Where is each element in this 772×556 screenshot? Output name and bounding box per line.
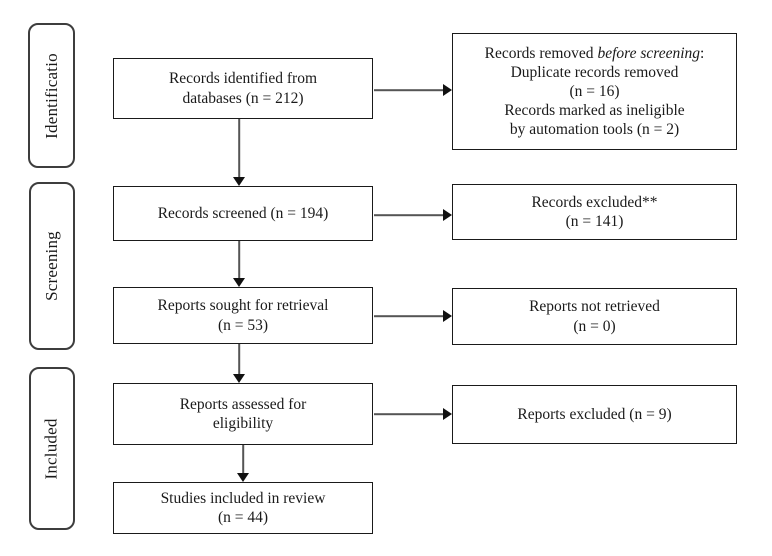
box-records-removed-line1: Records removed before screening:	[485, 44, 705, 63]
box-reports-excluded: Reports excluded (n = 9)	[452, 385, 737, 444]
box-reports-not-retrieved-line2: (n = 0)	[573, 317, 616, 335]
stage-label-included-text: Included	[42, 417, 62, 480]
box-studies-included-line1: Studies included in review	[160, 489, 326, 507]
box-records-excluded-line2: (n = 141)	[565, 213, 624, 230]
arrow-identified-to-removed	[374, 84, 452, 96]
arrow-screened-to-excluded	[374, 209, 452, 221]
arrow-down-icon	[233, 374, 245, 383]
arrow-shaft	[238, 344, 240, 375]
stage-label-screening: Screening	[29, 182, 75, 350]
arrow-down-icon	[233, 278, 245, 287]
arrow-sought-to-not-retrieved	[374, 310, 452, 322]
box-records-removed-line1-italic: before screening	[597, 45, 701, 62]
box-records-removed-line5: by automation tools (n = 2)	[509, 121, 680, 138]
box-records-identified-line2: databases (n = 212)	[182, 89, 304, 107]
box-reports-assessed: Reports assessed for eligibility	[113, 383, 373, 445]
arrow-shaft	[374, 413, 444, 415]
box-reports-not-retrieved: Reports not retrieved (n = 0)	[452, 288, 737, 345]
box-reports-assessed-line2: eligibility	[212, 415, 274, 432]
box-records-screened-line1: Records screened (n = 194)	[157, 204, 329, 222]
box-records-excluded-line1: Records excluded**	[531, 193, 658, 211]
box-reports-assessed-line1: Reports assessed for	[179, 395, 307, 413]
box-reports-not-retrieved-line1: Reports not retrieved	[529, 298, 660, 315]
box-records-identified: Records identified from databases (n = 2…	[113, 58, 373, 119]
arrow-identified-to-screened	[233, 119, 245, 186]
box-records-removed-line3: (n = 16)	[569, 83, 620, 100]
box-records-excluded: Records excluded** (n = 141)	[452, 184, 737, 240]
arrow-assessed-to-reports-excluded	[374, 408, 452, 420]
stage-label-screening-text: Screening	[42, 231, 61, 301]
box-studies-included-line2: (n = 44)	[217, 509, 269, 526]
arrow-shaft	[242, 445, 244, 474]
box-reports-excluded-line1: Reports excluded (n = 9)	[517, 405, 672, 423]
box-records-screened: Records screened (n = 194)	[113, 186, 373, 241]
box-reports-sought-line1: Reports sought for retrieval	[157, 297, 329, 314]
arrow-shaft	[374, 315, 444, 317]
arrow-right-icon	[443, 408, 452, 420]
box-studies-included: Studies included in review (n = 44)	[113, 482, 373, 534]
arrow-assessed-to-included	[237, 445, 249, 482]
box-reports-sought: Reports sought for retrieval (n = 53)	[113, 287, 373, 344]
box-reports-sought-line2: (n = 53)	[217, 316, 269, 334]
box-records-removed-line1-normal: Records removed	[484, 45, 598, 62]
arrow-shaft	[374, 214, 444, 216]
arrow-shaft	[238, 241, 240, 279]
box-records-removed-line1-end: :	[700, 45, 705, 62]
arrow-shaft	[374, 89, 444, 91]
arrow-down-icon	[237, 473, 249, 482]
arrow-right-icon	[443, 209, 452, 221]
box-records-removed-line4: Records marked as ineligible	[504, 102, 685, 119]
box-records-identified-line1: Records identified from	[168, 70, 318, 87]
stage-label-identification-text: Identificatio	[41, 52, 61, 139]
arrow-shaft	[238, 119, 240, 178]
arrow-down-icon	[233, 177, 245, 186]
arrow-screened-to-sought	[233, 241, 245, 287]
box-records-removed-line2: Duplicate records removed	[510, 64, 679, 81]
stage-label-included: Included	[29, 367, 75, 530]
arrow-sought-to-assessed	[233, 344, 245, 383]
arrow-right-icon	[443, 310, 452, 322]
arrow-right-icon	[443, 84, 452, 96]
stage-label-identification: Identificatio	[28, 23, 75, 168]
box-records-removed: Records removed before screening: Duplic…	[452, 33, 737, 150]
